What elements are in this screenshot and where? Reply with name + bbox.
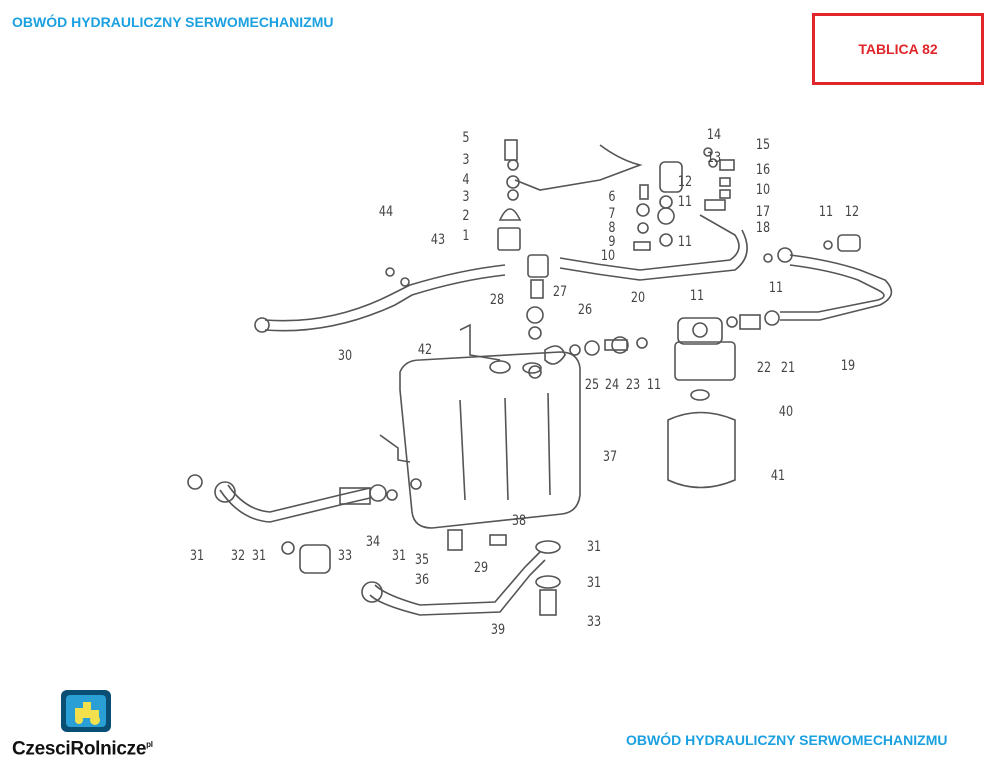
part-number-label: 12 [677, 174, 693, 190]
page-title: OBWÓD HYDRAULICZNY SERWOMECHANIZMU [12, 14, 334, 30]
part-number-label: 1 [462, 228, 470, 244]
part-number-label: 36 [414, 572, 430, 588]
part-number-label: 5 [462, 130, 470, 146]
tractor-icon [61, 690, 111, 732]
part-number-label: 23 [625, 377, 641, 393]
part-number-label: 10 [755, 182, 771, 198]
part-number-label: 11 [689, 288, 705, 304]
part-number-label: 6 [608, 189, 616, 205]
part-number-label: 19 [840, 358, 856, 374]
part-number-label: 20 [630, 290, 646, 306]
part-number-label: 2 [462, 208, 470, 224]
part-number-label: 9 [608, 234, 616, 250]
part-number-label: 3 [462, 189, 470, 205]
part-number-label: 35 [414, 552, 430, 568]
part-number-label: 40 [778, 404, 794, 420]
part-number-label: 37 [602, 449, 618, 465]
part-number-label: 11 [768, 280, 784, 296]
fittings [187, 139, 861, 616]
part-number-label: 11 [646, 377, 662, 393]
part-number-label: 31 [189, 548, 205, 564]
part-number-label: 7 [608, 206, 616, 222]
part-number-label: 42 [417, 342, 433, 358]
part-number-label: 44 [378, 204, 394, 220]
part-number-label: 38 [511, 513, 527, 529]
part-number-label: 4 [462, 172, 470, 188]
oil-filter [667, 317, 736, 489]
part-number-label: 27 [552, 284, 568, 300]
part-number-label: 39 [490, 622, 506, 638]
part-number-label: 31 [586, 539, 602, 555]
part-number-label: 3 [462, 152, 470, 168]
part-number-label: 11 [677, 234, 693, 250]
part-number-label: 17 [755, 204, 771, 220]
part-number-label: 24 [604, 377, 620, 393]
part-number-label: 8 [608, 220, 616, 236]
part-number-label: 31 [586, 575, 602, 591]
part-number-label: 21 [780, 360, 796, 376]
part-number-label: 11 [677, 194, 693, 210]
part-number-label: 30 [337, 348, 353, 364]
part-number-label: 32 [230, 548, 246, 564]
part-number-label: 18 [755, 220, 771, 236]
part-number-label: 31 [391, 548, 407, 564]
footer-title: OBWÓD HYDRAULICZNY SERWOMECHANIZMU [626, 732, 948, 748]
pipes [219, 144, 893, 616]
part-number-label: 16 [755, 162, 771, 178]
logo-text: CzesciRolniczepl [12, 738, 153, 760]
part-number-label: 33 [586, 614, 602, 630]
part-number-label: 34 [365, 534, 381, 550]
part-number-label: 12 [844, 204, 860, 220]
part-number-label: 25 [584, 377, 600, 393]
part-number-label: 41 [770, 468, 786, 484]
part-number-label: 28 [489, 292, 505, 308]
part-number-label: 43 [430, 232, 446, 248]
part-number-label: 26 [577, 302, 593, 318]
plate-number-box: TABLICA 82 [812, 13, 984, 85]
part-number-label: 33 [337, 548, 353, 564]
oil-tank [379, 323, 581, 529]
part-number-label: 22 [756, 360, 772, 376]
part-number-label: 11 [818, 204, 834, 220]
part-number-label: 14 [706, 127, 722, 143]
part-number-label: 13 [706, 150, 722, 166]
part-number-label: 29 [473, 560, 489, 576]
part-number-label: 15 [755, 137, 771, 153]
plate-number: TABLICA 82 [858, 41, 938, 57]
part-number-label: 31 [251, 548, 267, 564]
part-number-label: 10 [600, 248, 616, 264]
